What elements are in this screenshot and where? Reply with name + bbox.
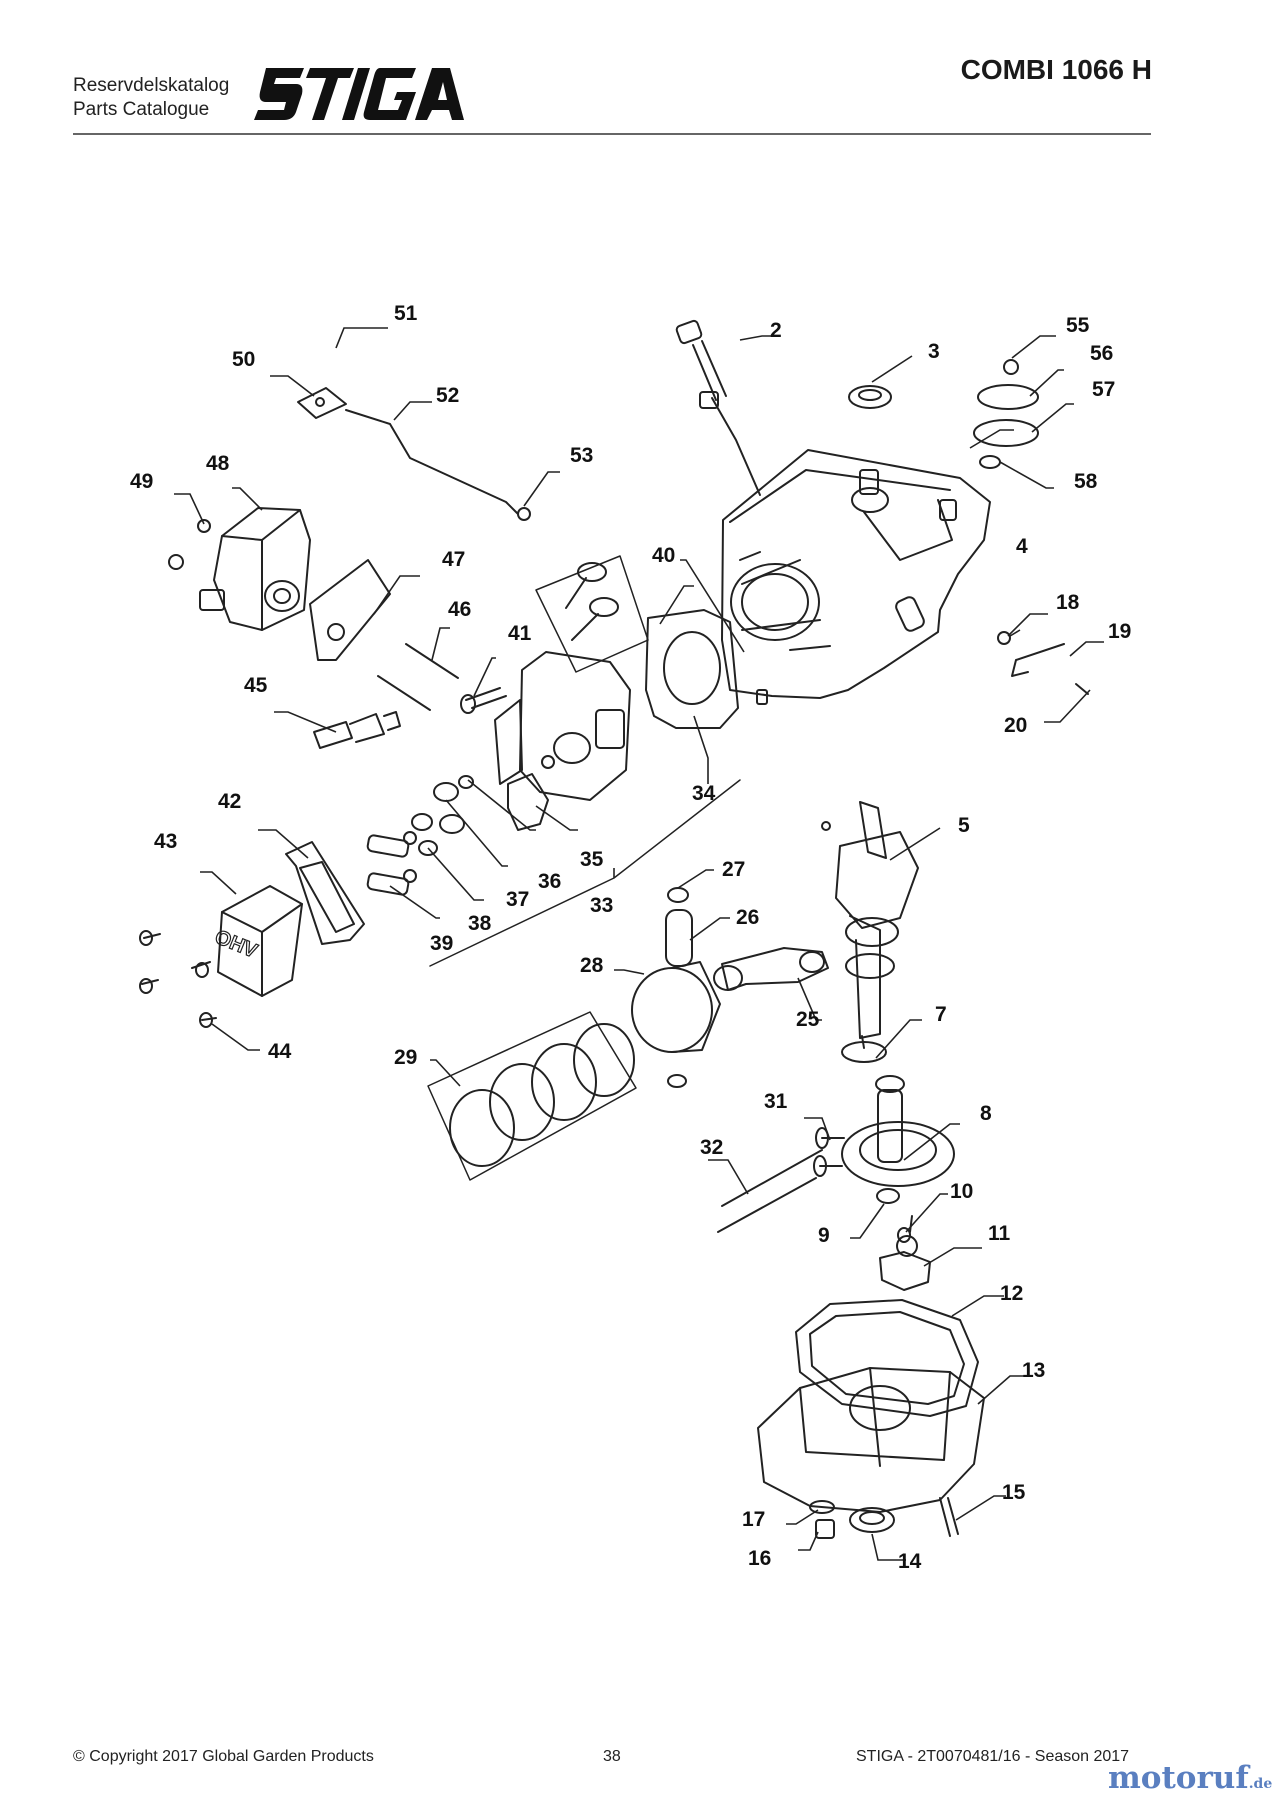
part-number-43: 43 [154,830,177,853]
connecting-rod-part [713,947,829,991]
part-number-50: 50 [232,348,255,371]
part-number-26: 26 [736,906,759,929]
spark-plug-part [313,711,401,749]
muffler-gasket-part [309,559,391,661]
parts-diagram: OHV 2 3 4 5 7 8 9 10 11 12 13 14 15 16 1… [130,302,1131,1573]
catalog-title-english: Parts Catalogue [73,99,210,120]
part-number-3: 3 [928,340,940,363]
watermark-suffix: .de [1248,1776,1272,1792]
part-number-5: 5 [958,814,970,837]
part-number-11: 11 [988,1222,1011,1245]
part-number-39: 39 [430,932,453,955]
valves-part [565,562,619,641]
catalog-title-swedish: Reservdelskatalog [73,75,230,96]
part-number-16: 16 [748,1547,771,1570]
governor-rod-part [345,409,519,515]
breather-cover-part [977,384,1039,410]
part-number-25: 25 [796,1008,820,1031]
part-number-47: 47 [442,548,465,571]
part-number-34: 34 [692,782,716,805]
part-number-9: 9 [818,1224,830,1247]
crankshaft-part [835,801,919,1049]
part-number-27: 27 [722,858,745,881]
part-number-37: 37 [506,888,529,911]
part-number-32: 32 [700,1136,723,1159]
part-number-51: 51 [394,302,418,325]
footer-page-number: 38 [603,1748,621,1765]
governor-part [879,1251,931,1291]
sump-gasket-part [795,1299,979,1417]
part-number-49: 49 [130,470,153,493]
sump-part [757,1367,985,1513]
part-number-10: 10 [950,1180,973,1203]
governor-bracket-part [297,387,347,419]
part-number-57: 57 [1092,378,1115,401]
part-number-36: 36 [538,870,561,893]
part-number-38: 38 [468,912,492,935]
piston-part [631,961,721,1053]
part-number-33: 33 [590,894,613,917]
part-number-17: 17 [742,1508,765,1531]
valve-cover-part [217,885,303,997]
part-number-48: 48 [206,452,230,475]
crankcase-part [721,449,991,705]
part-number-46: 46 [448,598,471,621]
oil-seal-part [848,385,892,409]
part-number-20: 20 [1004,714,1027,737]
part-number-45: 45 [244,674,268,697]
head-gasket-part [285,841,365,945]
cylinder-head-part [494,651,631,801]
part-number-18: 18 [1056,591,1080,614]
part-number-55: 55 [1066,314,1090,337]
part-number-52: 52 [436,384,459,407]
part-number-31: 31 [764,1090,788,1113]
stiga-logo [254,68,464,120]
part-number-2: 2 [770,319,782,342]
part-number-41: 41 [508,622,532,645]
part-number-7: 7 [935,1003,947,1026]
rocker-parts [366,775,474,896]
part-number-labels: 2 3 4 5 7 8 9 10 11 12 13 14 15 16 17 18… [130,302,1131,1573]
part-number-19: 19 [1108,620,1131,643]
dipstick-part [675,319,761,496]
part-number-29: 29 [394,1046,417,1069]
part-number-58: 58 [1074,470,1098,493]
part-number-56: 56 [1090,342,1113,365]
camshaft-part [841,1075,955,1187]
footer-document-id: STIGA - 2T0070481/16 - Season 2017 [856,1748,1130,1765]
part-number-44: 44 [268,1040,292,1063]
watermark: motoruf.de [1108,1760,1272,1796]
part-number-35: 35 [580,848,604,871]
part-number-53: 53 [570,444,593,467]
part-number-14: 14 [898,1550,922,1573]
part-number-8: 8 [980,1102,992,1125]
muffler-part [199,507,311,631]
part-number-40: 40 [652,544,675,567]
part-number-42: 42 [218,790,241,813]
model-name: COMBI 1066 H [960,54,1152,85]
part-number-15: 15 [1002,1481,1026,1504]
watermark-text: motoruf [1108,1760,1249,1796]
part-number-4: 4 [1016,535,1028,558]
part-number-12: 12 [1000,1282,1023,1305]
part-number-28: 28 [580,954,604,977]
catalog-title: Reservdelskatalog Parts Catalogue [73,74,229,122]
part-number-13: 13 [1022,1359,1045,1382]
footer-copyright: © Copyright 2017 Global Garden Products [73,1748,374,1765]
cylinder-gasket-part [645,609,739,729]
header-rule [73,133,1151,135]
